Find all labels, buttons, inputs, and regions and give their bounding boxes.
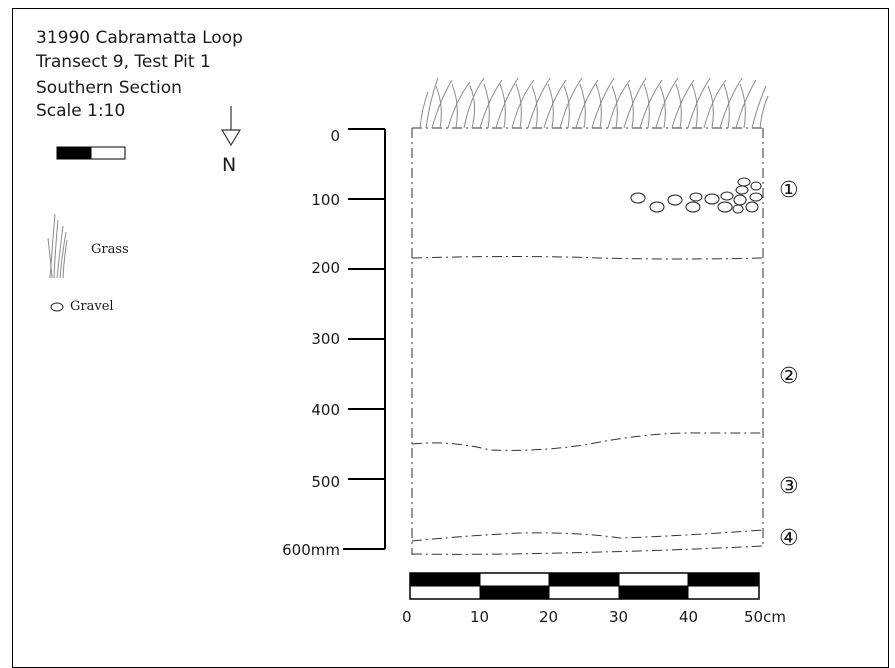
pit-outline: [411, 127, 764, 555]
boundary-4-base: [411, 545, 764, 555]
legend-grass-label: Grass: [91, 242, 129, 257]
gravel-icon: [50, 302, 64, 312]
scale-text: Scale 1:10: [36, 101, 126, 121]
depth-tick-0: 0: [330, 127, 340, 145]
boundary-3-4: [411, 529, 764, 542]
cm-tick-20: 20: [539, 608, 559, 626]
horizontal-scale-bar: [409, 572, 760, 600]
layer-1-label: ①: [779, 178, 799, 203]
cm-tick-10: 10: [470, 608, 490, 626]
legend-gravel-label: Gravel: [70, 299, 114, 314]
depth-tick-200: 200: [311, 259, 340, 277]
legend-scale-bar: [56, 146, 126, 160]
depth-axis: [343, 128, 386, 550]
layer-3-label: ③: [779, 474, 799, 499]
layer-boundaries: [411, 256, 764, 555]
depth-tick-500: 500: [311, 473, 340, 491]
cm-tick-0: 0: [402, 608, 412, 626]
depth-tick-300: 300: [311, 330, 340, 348]
boundary-1-2: [411, 256, 764, 260]
depth-tick-600: 600mm: [282, 541, 340, 559]
gravel-cluster: [630, 177, 763, 214]
surface-grass: [419, 77, 769, 129]
site-title: 31990 Cabramatta Loop: [36, 28, 243, 48]
layer-4-label: ④: [779, 526, 799, 551]
north-label: N: [222, 154, 237, 176]
north-arrow-icon: [220, 106, 242, 147]
section-title: Southern Section: [36, 78, 182, 98]
cm-tick-30: 30: [609, 608, 629, 626]
boundary-2-3: [411, 432, 763, 451]
grass-icon: [47, 213, 68, 279]
depth-tick-400: 400: [311, 401, 340, 419]
depth-tick-100: 100: [311, 191, 340, 209]
layer-2-label: ②: [779, 364, 799, 389]
cm-tick-40: 40: [679, 608, 699, 626]
transect-title: Transect 9, Test Pit 1: [36, 52, 211, 72]
cm-tick-50: 50cm: [744, 608, 786, 626]
